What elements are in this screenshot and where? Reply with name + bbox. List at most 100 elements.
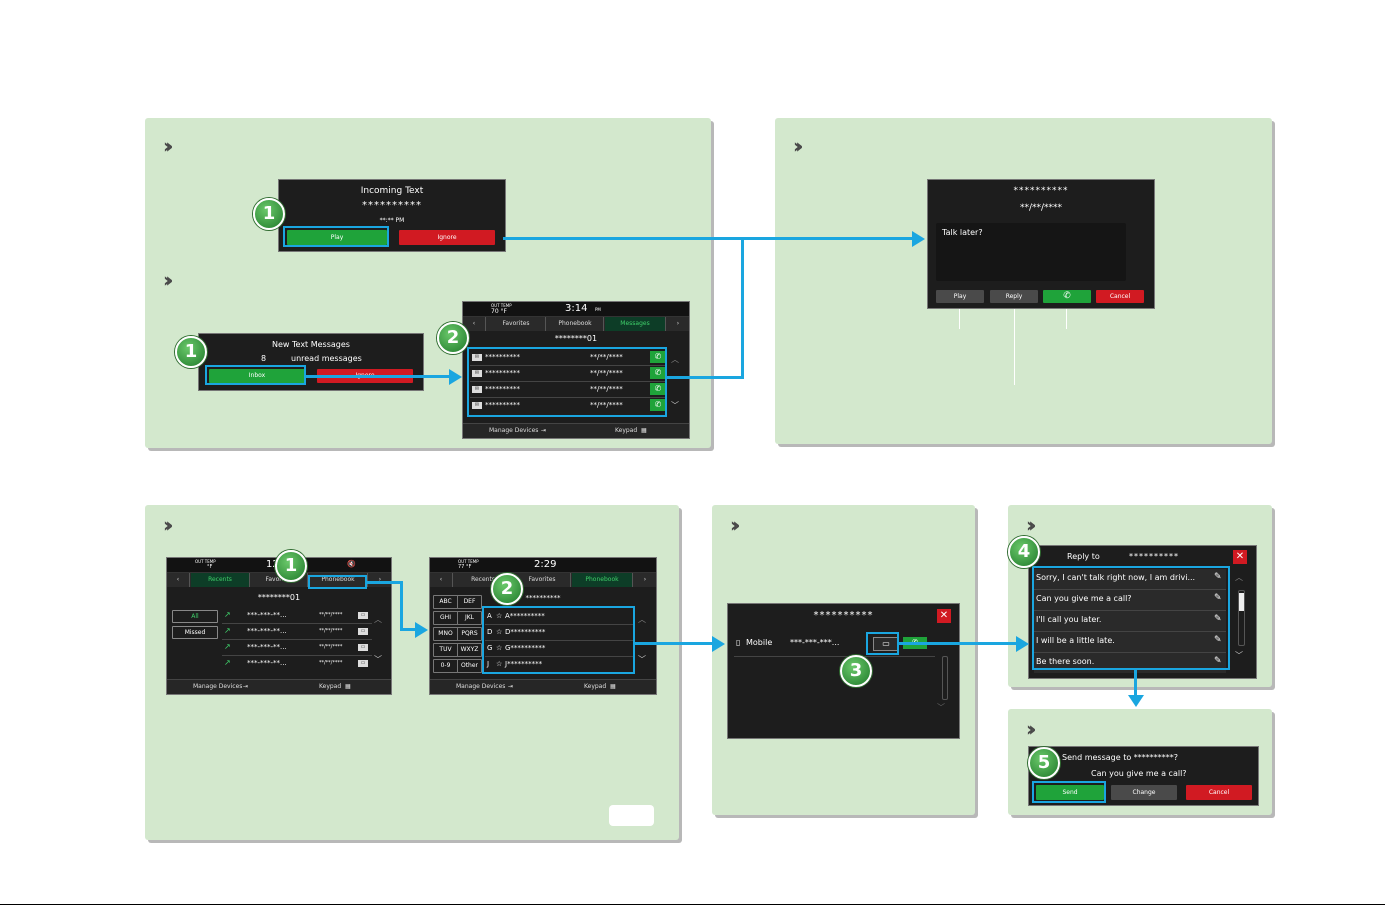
scroll-up-icon[interactable]: ︿ [638, 615, 646, 624]
tab-phonebook[interactable]: Phonebook [547, 317, 604, 331]
play-button[interactable]: Play [936, 290, 984, 303]
alpha-0-9[interactable]: 0-9 [433, 659, 458, 673]
list-item[interactable]: ✉ ********** **/**/**** ✆ [470, 398, 667, 413]
keypad-icon: ▦ [345, 683, 351, 690]
call-button[interactable]: ✆ [1043, 290, 1091, 303]
keypad-button[interactable]: Keypad [319, 683, 342, 690]
star-icon[interactable]: ☆ [496, 612, 503, 620]
alpha-ghi[interactable]: GHI [433, 611, 458, 625]
ignore-button[interactable]: Ignore [399, 230, 495, 245]
contact-entry: G********** [505, 644, 546, 652]
list-item[interactable]: A ☆ A********** [485, 609, 633, 625]
list-item[interactable]: ↗ ***-***-**... **/**/**** ▭ [222, 624, 372, 640]
list-item[interactable]: ↗ ***-***-**... **/**/**** ▭ [222, 608, 372, 624]
list-item[interactable]: G ☆ G********** [485, 641, 633, 657]
list-item[interactable]: Sorry, I can't talk right now, I am driv… [1034, 569, 1226, 590]
keypad-button[interactable]: Keypad [615, 427, 638, 434]
manage-devices-button[interactable]: Manage Devices [193, 683, 243, 690]
phone-icon[interactable]: ✆ [650, 383, 666, 395]
message-icon[interactable]: ▭ [358, 644, 368, 651]
scroll-down-icon[interactable]: ﹀ [671, 401, 679, 410]
alpha-wxyz[interactable]: WXYZ [457, 643, 482, 657]
tab-messages[interactable]: Messages [605, 317, 666, 331]
list-item[interactable]: ✉ ********** **/**/**** ✆ [470, 350, 667, 366]
alpha-other[interactable]: Other [457, 659, 482, 673]
phone-icon[interactable]: ✆ [650, 367, 666, 379]
star-icon[interactable]: ☆ [496, 644, 503, 652]
call-number: ***-***-**... [247, 659, 287, 667]
star-icon[interactable]: ☆ [496, 628, 503, 636]
chevron-right-icon: ›› [730, 513, 741, 537]
back-icon[interactable]: ‹ [167, 573, 190, 587]
edit-icon[interactable]: ✎ [1214, 656, 1222, 666]
edit-icon[interactable]: ✎ [1214, 593, 1222, 603]
tab-phonebook[interactable]: Phonebook [572, 573, 633, 587]
edit-icon[interactable]: ✎ [1214, 572, 1222, 582]
phone-icon[interactable]: ✆ [650, 351, 666, 363]
scroll-thumb[interactable] [1239, 593, 1244, 611]
panel-incoming-text: ›› ›› Incoming Text ********** **:** PM … [145, 118, 711, 448]
page-marker [609, 805, 654, 826]
edit-icon[interactable]: ✎ [1214, 614, 1222, 624]
scroll-up-icon[interactable]: ︿ [1235, 573, 1243, 582]
list-item[interactable]: Can you give me a call? ✎ [1034, 590, 1226, 611]
tab-phonebook[interactable]: Phonebook [309, 573, 368, 587]
forward-icon[interactable]: › [369, 573, 391, 587]
scroll-down-icon[interactable]: ﹀ [1235, 651, 1243, 660]
keypad-button[interactable]: Keypad [584, 683, 607, 690]
scroll-down-icon[interactable]: ﹀ [374, 655, 382, 664]
list-item[interactable]: ✉ ********** **/**/**** ✆ [470, 382, 667, 398]
scroll-up-icon[interactable]: ︿ [374, 615, 382, 624]
reply-recipient: ********** [1129, 552, 1179, 561]
edit-icon[interactable]: ✎ [1214, 635, 1222, 645]
alpha-def[interactable]: DEF [457, 595, 482, 609]
back-icon[interactable]: ‹ [430, 573, 453, 587]
forward-icon[interactable]: › [667, 317, 689, 331]
message-icon[interactable]: ▭ [358, 612, 368, 619]
phone-icon[interactable]: ✆ [650, 399, 666, 411]
inbox-button[interactable]: Inbox [209, 369, 305, 383]
list-item[interactable]: J ☆ J********** [485, 657, 633, 672]
tab-favorites[interactable]: Favorites [514, 573, 571, 587]
message-icon[interactable]: ▭ [358, 628, 368, 635]
alpha-jkl[interactable]: JKL [457, 611, 482, 625]
list-item[interactable]: I'll call you later. ✎ [1034, 611, 1226, 632]
list-item[interactable]: ✉ ********** **/**/**** ✆ [470, 366, 667, 382]
close-icon[interactable]: ✕ [937, 609, 951, 623]
list-item[interactable]: ↗ ***-***-**... **/**/**** ▭ [222, 640, 372, 656]
alpha-abc[interactable]: ABC [433, 595, 458, 609]
list-item[interactable]: D ☆ D********** [485, 625, 633, 641]
scroll-up-icon[interactable]: ︿ [671, 355, 679, 364]
manage-devices-button[interactable]: Manage Devices [489, 427, 539, 434]
contact-title: ********** [813, 610, 874, 621]
message-icon[interactable]: ▭ [358, 660, 368, 667]
reply-button[interactable]: Reply [990, 290, 1038, 303]
tab-favorites[interactable]: Favorites [487, 317, 546, 331]
change-button[interactable]: Change [1111, 785, 1177, 800]
play-button[interactable]: Play [287, 230, 387, 245]
forward-icon[interactable]: › [634, 573, 656, 587]
filter-all-button[interactable]: All [172, 610, 218, 623]
panel-send-confirm: ›› Send message to **********? Can you g… [1008, 709, 1272, 815]
scrollbar[interactable] [1238, 590, 1245, 646]
close-icon[interactable]: ✕ [1233, 550, 1247, 564]
scroll-down-icon[interactable]: ﹀ [937, 703, 945, 712]
tab-recents[interactable]: Recents [191, 573, 250, 587]
list-item[interactable]: ↗ ***-***-**... **/**/**** ▭ [222, 656, 372, 671]
manage-devices-button[interactable]: Manage Devices [456, 683, 506, 690]
alpha-tuv[interactable]: TUV [433, 643, 458, 657]
keypad-icon: ▦ [610, 683, 616, 690]
send-button[interactable]: Send [1036, 785, 1104, 800]
tab-favorites[interactable]: Favorites [251, 573, 308, 587]
filter-missed-button[interactable]: Missed [172, 626, 218, 639]
list-item[interactable]: I will be a little late. ✎ [1034, 632, 1226, 653]
scroll-down-icon[interactable]: ﹀ [638, 655, 646, 664]
star-icon[interactable]: ☆ [496, 660, 503, 668]
scrollbar[interactable] [942, 656, 948, 700]
alpha-pqrs[interactable]: PQRS [457, 627, 482, 641]
alpha-mno[interactable]: MNO [433, 627, 458, 641]
cancel-button[interactable]: Cancel [1096, 290, 1144, 303]
message-time: **:** PM [379, 217, 405, 224]
cancel-button[interactable]: Cancel [1186, 785, 1252, 800]
back-icon[interactable]: ‹ [463, 317, 486, 331]
